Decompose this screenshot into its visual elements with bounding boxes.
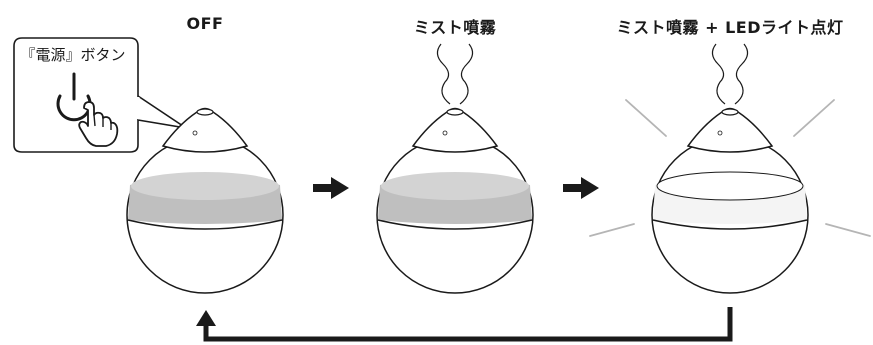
arrow-mist-to-led [563,177,599,199]
diffuser-off [126,107,284,294]
power-button-label: 『電源』ボタン [20,46,126,64]
diffuser-mist [376,43,534,294]
mist-plume [436,43,474,105]
mist-plume-led [711,43,749,105]
pointing-hand-icon [78,101,119,147]
stage-title-mist: ミスト噴霧 [413,18,497,37]
stage-title-off: OFF [186,14,224,33]
light-rays [589,99,871,237]
return-arrow [196,307,733,342]
diffuser-mist-led [589,43,871,294]
arrow-off-to-mist [313,177,349,199]
stage-title-mist-led: ミスト噴霧 + LEDライト点灯 [616,18,844,37]
